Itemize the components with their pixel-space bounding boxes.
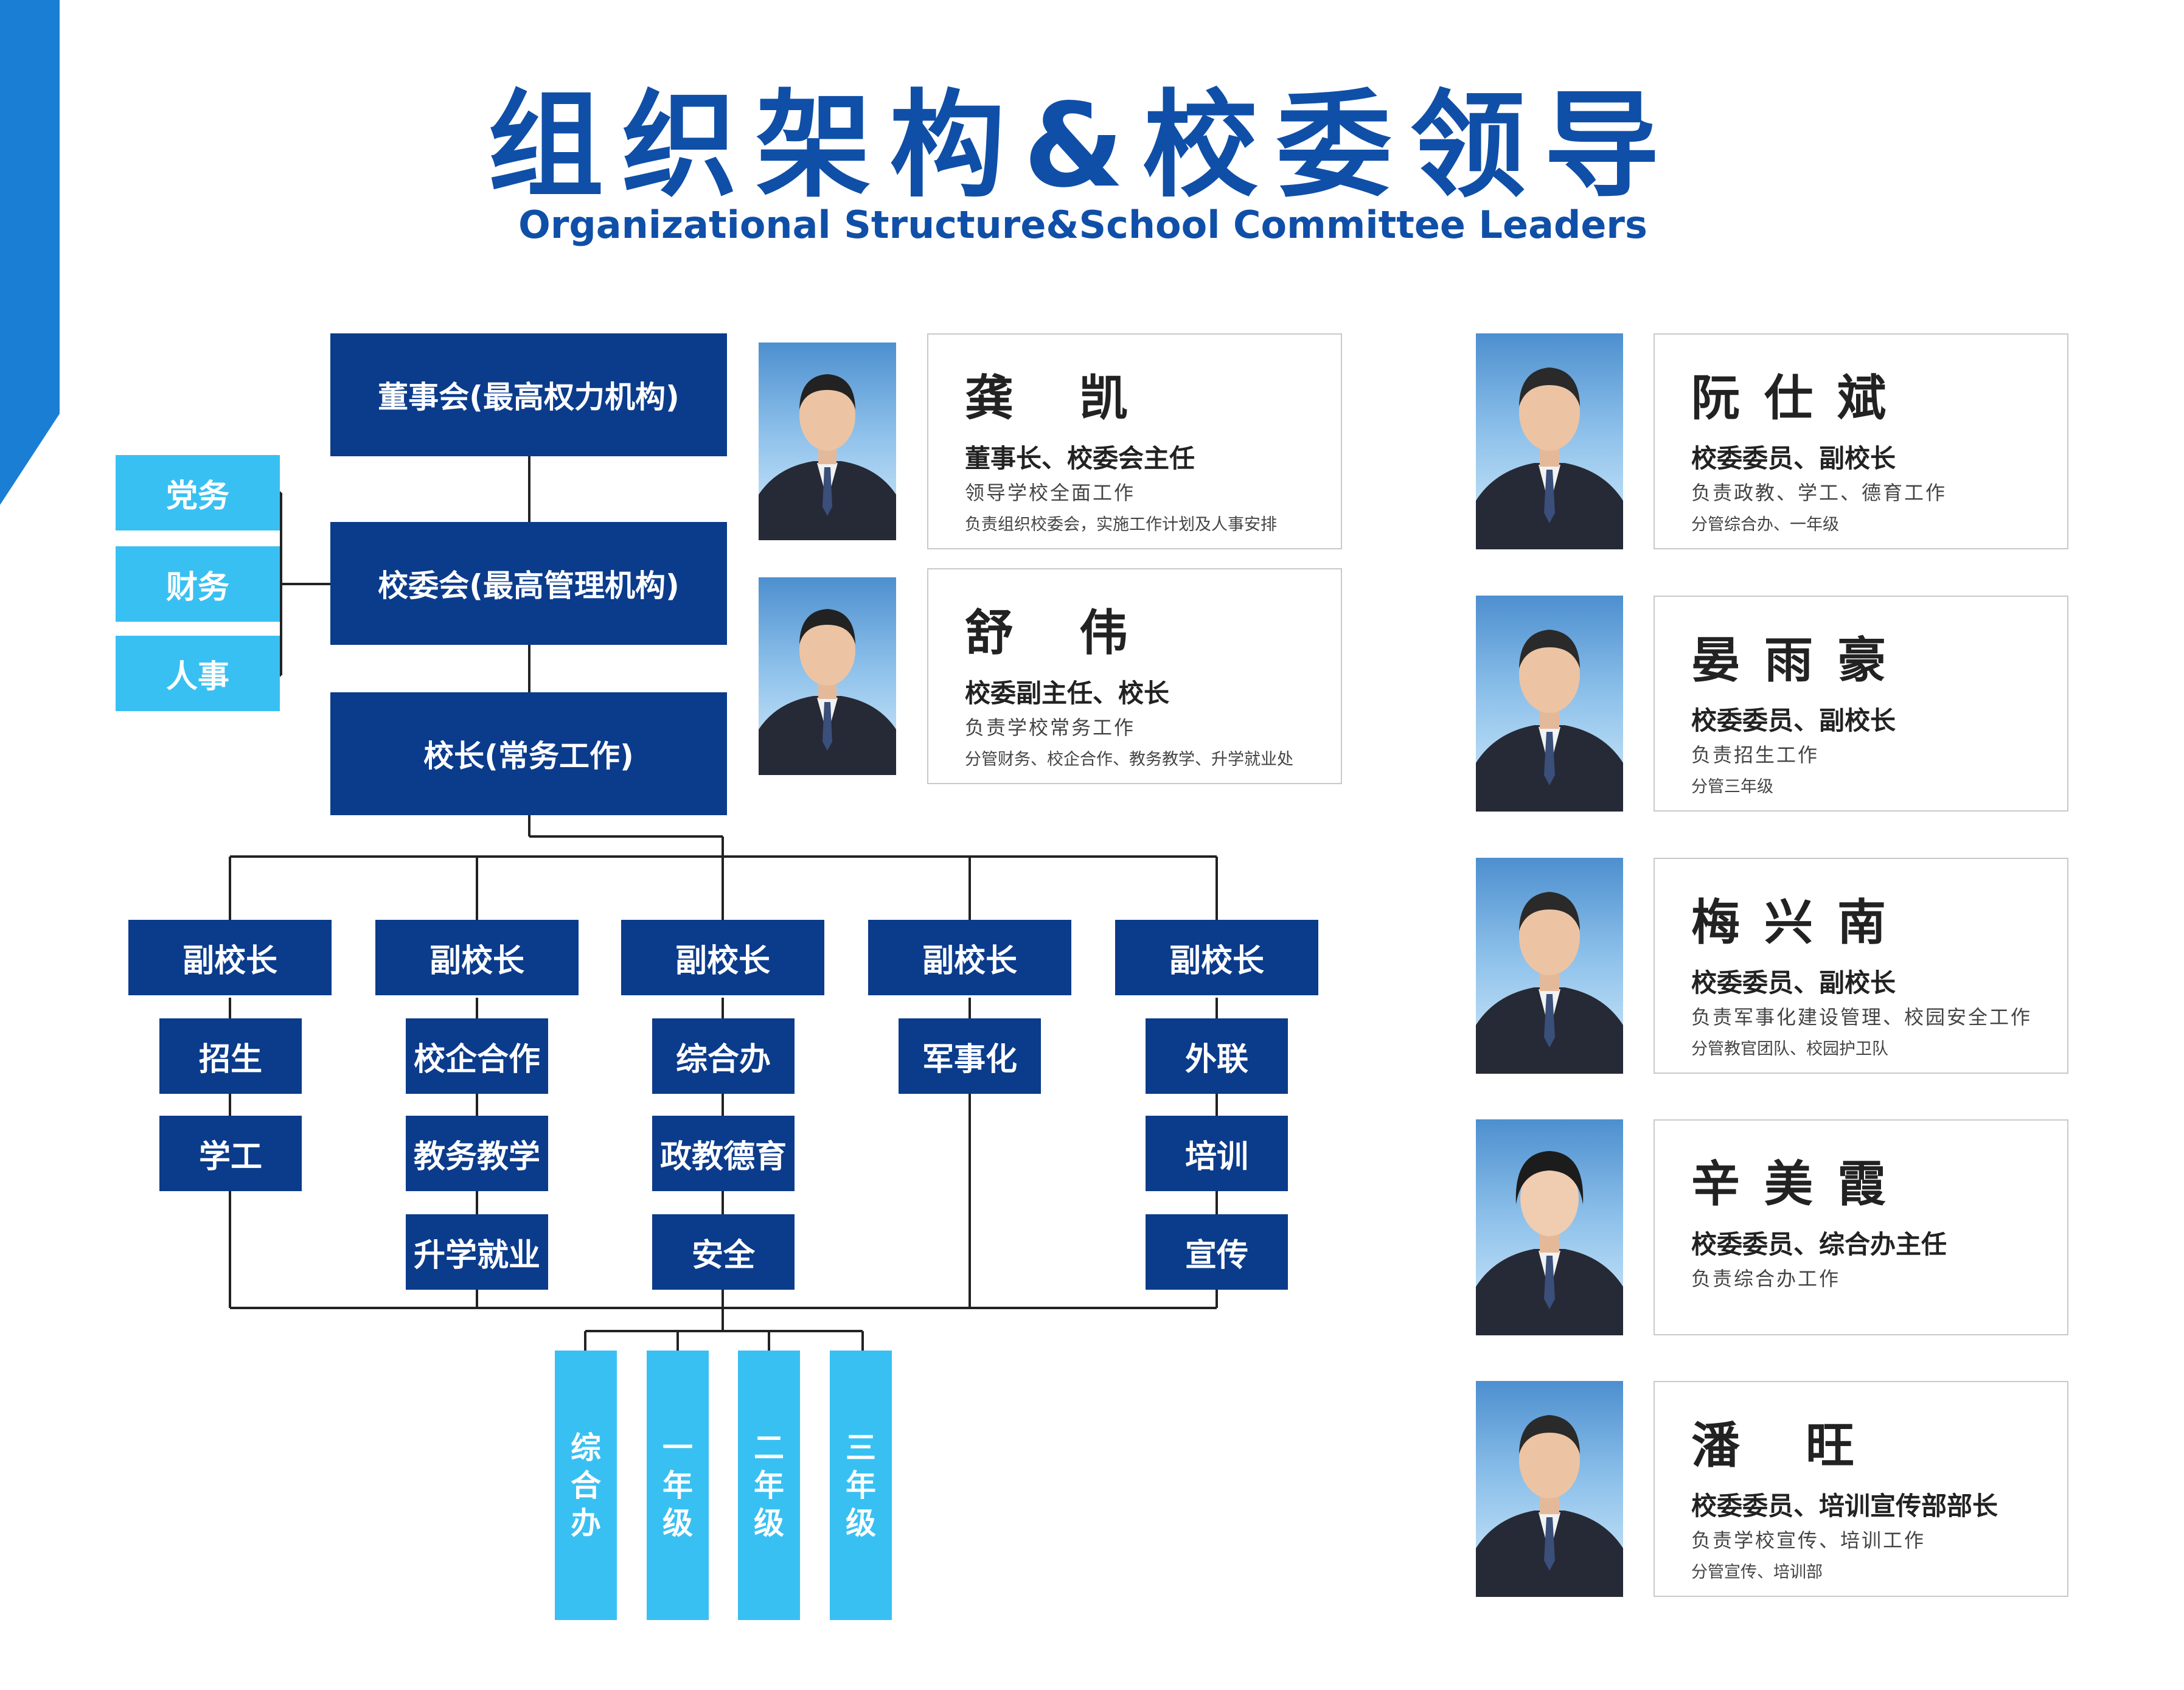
dept-box: 升学就业 <box>406 1214 548 1290</box>
principal-box: 校长(常务工作) <box>330 692 727 815</box>
leader-role: 校委副主任、校长 <box>965 678 1170 708</box>
leader-photo <box>1476 1381 1623 1597</box>
leader-card: 潘 旺 校委委员、培训宣传部部长 负责学校宣传、培训工作 分管宣传、培训部 <box>1654 1381 2068 1597</box>
grade-box-office: 综合办 <box>555 1351 617 1620</box>
leader-name: 阮仕斌 <box>1691 369 1910 426</box>
leader-name: 梅兴南 <box>1691 894 1910 951</box>
leader-card: 舒 伟 校委副主任、校长 负责学校常务工作 分管财务、校企合作、教务教学、升学就… <box>927 568 1342 784</box>
vp-box-2: 副校长 <box>375 920 579 995</box>
leader-role: 校委委员、副校长 <box>1691 443 1896 473</box>
leader-card: 梅兴南 校委委员、副校长 负责军事化建设管理、校园安全工作 分管教官团队、校园护… <box>1654 858 2068 1074</box>
vp-box-4: 副校长 <box>868 920 1071 995</box>
dept-box: 综合办 <box>652 1018 795 1094</box>
leader-role: 校委委员、培训宣传部部长 <box>1691 1491 1998 1521</box>
leader-name: 舒 伟 <box>965 604 1152 661</box>
committee-box: 校委会(最高管理机构) <box>330 522 727 645</box>
leader-desc: 负责政教、学工、德育工作 <box>1691 481 1947 504</box>
leader-desc-sub: 分管综合办、一年级 <box>1691 515 1839 534</box>
page-title: 组织架构&校委领导 <box>488 78 1678 213</box>
dept-box: 外联 <box>1146 1018 1288 1094</box>
side-box-party: 党务 <box>116 455 280 530</box>
dept-box: 校企合作 <box>406 1018 548 1094</box>
leader-desc-sub: 分管三年级 <box>1691 777 1773 796</box>
side-accent-stripe <box>0 0 60 505</box>
leader-desc: 负责军事化建设管理、校园安全工作 <box>1691 1006 2033 1029</box>
dept-box: 招生 <box>159 1018 302 1094</box>
leader-desc-sub: 分管财务、校企合作、教务教学、升学就业处 <box>965 750 1293 769</box>
leader-name: 晏雨豪 <box>1691 631 1910 689</box>
leader-role: 校委委员、副校长 <box>1691 706 1896 735</box>
leader-desc-sub: 负责组织校委会，实施工作计划及人事安排 <box>965 515 1277 534</box>
dept-box: 军事化 <box>899 1018 1041 1094</box>
dept-box: 政教德育 <box>652 1116 795 1191</box>
side-box-hr: 人事 <box>116 636 280 711</box>
board-box: 董事会(最高权力机构) <box>330 333 727 456</box>
leader-role: 董事长、校委会主任 <box>965 443 1195 473</box>
dept-box: 教务教学 <box>406 1116 548 1191</box>
leader-card: 晏雨豪 校委委员、副校长 负责招生工作 分管三年级 <box>1654 596 2068 812</box>
leader-photo <box>759 343 896 540</box>
leader-name: 龚 凯 <box>965 369 1152 426</box>
leader-photo <box>1476 858 1623 1074</box>
leader-desc: 负责学校宣传、培训工作 <box>1691 1529 1926 1552</box>
vp-box-3: 副校长 <box>621 920 824 995</box>
vp-box-5: 副校长 <box>1115 920 1318 995</box>
leader-desc-sub: 分管教官团队、校园护卫队 <box>1691 1040 1888 1059</box>
dept-box: 安全 <box>652 1214 795 1290</box>
leader-photo <box>1476 596 1623 812</box>
leader-photo <box>1476 1119 1623 1335</box>
leader-name: 辛美霞 <box>1691 1155 1910 1212</box>
leader-name: 潘 旺 <box>1691 1417 1879 1474</box>
dept-box: 培训 <box>1146 1116 1288 1191</box>
grade-box-2: 二年级 <box>738 1351 800 1620</box>
grade-box-3: 三年级 <box>830 1351 892 1620</box>
vp-box-1: 副校长 <box>128 920 332 995</box>
leader-desc: 负责招生工作 <box>1691 743 1820 767</box>
leader-card: 辛美霞 校委委员、综合办主任 负责综合办工作 <box>1654 1119 2068 1335</box>
leader-desc: 负责学校常务工作 <box>965 716 1136 739</box>
dept-box: 学工 <box>159 1116 302 1191</box>
leader-desc-sub: 分管宣传、培训部 <box>1691 1563 1823 1582</box>
page-subtitle: Organizational Structure&School Committe… <box>518 203 1647 247</box>
side-box-finance: 财务 <box>116 546 280 622</box>
leader-role: 校委委员、副校长 <box>1691 968 1896 998</box>
leader-desc: 领导学校全面工作 <box>965 481 1136 504</box>
leader-photo <box>759 577 896 775</box>
leader-card: 阮仕斌 校委委员、副校长 负责政教、学工、德育工作 分管综合办、一年级 <box>1654 333 2068 549</box>
leader-role: 校委委员、综合办主任 <box>1691 1229 1947 1259</box>
grade-box-1: 一年级 <box>647 1351 709 1620</box>
leader-card: 龚 凯 董事长、校委会主任 领导学校全面工作 负责组织校委会，实施工作计划及人事… <box>927 333 1342 549</box>
dept-box: 宣传 <box>1146 1214 1288 1290</box>
leader-photo <box>1476 333 1623 549</box>
leader-desc: 负责综合办工作 <box>1691 1267 1841 1290</box>
